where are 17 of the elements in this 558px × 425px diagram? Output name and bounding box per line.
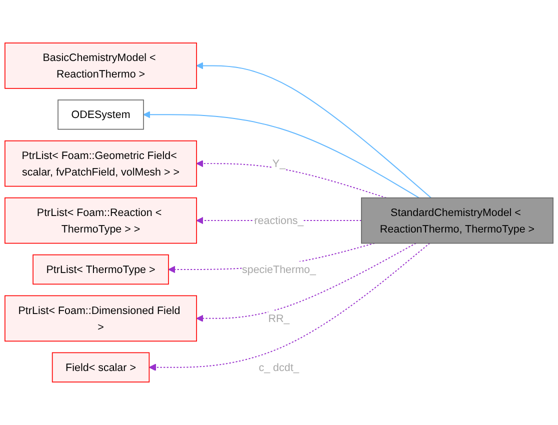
- node-box: PtrList< ThermoType >: [32, 254, 169, 285]
- node-box: BasicChemistryModel < ReactionThermo >: [4, 42, 197, 89]
- node-box: PtrList< Foam::Reaction < ThermoType > >: [4, 197, 197, 244]
- arrow: [143, 111, 420, 198]
- edge-label: RR_: [268, 312, 290, 324]
- edge-label: specieThermo_: [242, 263, 316, 276]
- arrow: [196, 160, 387, 198]
- node-box: PtrList< Foam::Geometric Field< scalar, fvPatchField, volMesh > >: [4, 140, 197, 187]
- arrow: [196, 62, 432, 198]
- node-box: PtrList< Foam::Dimensioned Field >: [4, 295, 197, 342]
- edge-label: reactions_: [254, 214, 304, 227]
- node-box: Field< scalar >: [52, 352, 150, 382]
- arrow: [196, 242, 416, 322]
- node-box: ODESystem: [58, 100, 144, 130]
- edge-label: c_ dcdt_: [258, 360, 300, 374]
- edge-label: Y_: [272, 157, 286, 170]
- node-box: StandardChemistryModel < ReactionThermo, ThermoType >: [361, 197, 554, 244]
